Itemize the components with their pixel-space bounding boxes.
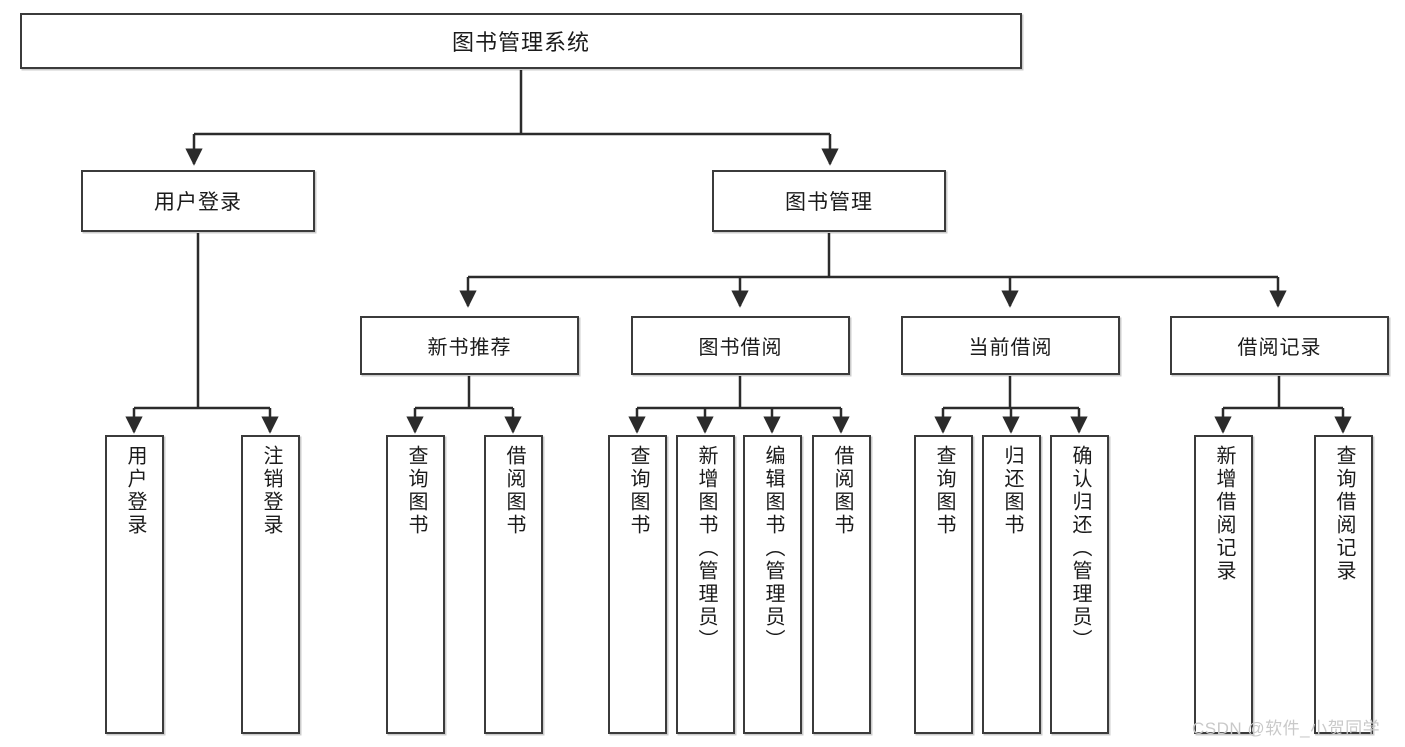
leaf-book-borrow-edit[interactable]: 编辑图书（管理员） (743, 435, 802, 734)
leaf-current-borrow-query[interactable]: 查询图书 (914, 435, 973, 734)
leaf-user-login-signout-label: 注销登录 (260, 445, 282, 537)
leaf-user-login-signin-label: 用户登录 (124, 445, 146, 537)
leaf-book-borrow-lend[interactable]: 借阅图书 (812, 435, 871, 734)
node-book-borrow-label: 图书借阅 (698, 337, 783, 359)
leaf-current-borrow-return-label: 归还图书 (1001, 445, 1023, 537)
leaf-new-book-query-label: 查询图书 (405, 445, 427, 537)
node-book-management-label: 图书管理 (785, 191, 873, 214)
leaf-book-borrow-query[interactable]: 查询图书 (608, 435, 667, 734)
node-new-book-recommend-label: 新书推荐 (427, 337, 512, 359)
leaf-user-login-signout[interactable]: 注销登录 (241, 435, 300, 734)
leaf-new-book-query[interactable]: 查询图书 (386, 435, 445, 734)
node-root-label: 图书管理系统 (451, 30, 590, 55)
csdn-watermark: CSDN @软件_小贺同学 (1192, 719, 1381, 738)
leaf-book-borrow-query-label: 查询图书 (627, 445, 649, 537)
leaf-borrow-record-add[interactable]: 新增借阅记录 (1194, 435, 1253, 734)
leaf-borrow-record-query-label: 查询借阅记录 (1333, 445, 1355, 583)
node-current-borrow[interactable]: 当前借阅 (901, 316, 1120, 375)
leaf-user-login-signin[interactable]: 用户登录 (105, 435, 164, 734)
node-root[interactable]: 图书管理系统 (20, 13, 1022, 69)
node-new-book-recommend[interactable]: 新书推荐 (360, 316, 579, 375)
leaf-book-borrow-add-label: 新增图书（管理员） (695, 445, 717, 652)
leaf-book-borrow-edit-label: 编辑图书（管理员） (762, 445, 784, 652)
node-current-borrow-label: 当前借阅 (968, 337, 1053, 359)
leaf-current-borrow-confirm-label: 确认归还（管理员） (1069, 445, 1091, 652)
leaf-book-borrow-lend-label: 借阅图书 (831, 445, 853, 537)
node-book-borrow[interactable]: 图书借阅 (631, 316, 850, 375)
leaf-current-borrow-query-label: 查询图书 (933, 445, 955, 537)
leaf-new-book-borrow-label: 借阅图书 (503, 445, 525, 537)
node-user-login-label: 用户登录 (154, 191, 242, 214)
leaf-book-borrow-add[interactable]: 新增图书（管理员） (676, 435, 735, 734)
node-book-management[interactable]: 图书管理 (712, 170, 946, 232)
leaf-borrow-record-add-label: 新增借阅记录 (1213, 445, 1235, 583)
leaf-current-borrow-confirm[interactable]: 确认归还（管理员） (1050, 435, 1109, 734)
node-borrow-record-label: 借阅记录 (1237, 337, 1322, 359)
leaf-borrow-record-query[interactable]: 查询借阅记录 (1314, 435, 1373, 734)
node-user-login[interactable]: 用户登录 (81, 170, 315, 232)
node-borrow-record[interactable]: 借阅记录 (1170, 316, 1389, 375)
leaf-current-borrow-return[interactable]: 归还图书 (982, 435, 1041, 734)
leaf-new-book-borrow[interactable]: 借阅图书 (484, 435, 543, 734)
